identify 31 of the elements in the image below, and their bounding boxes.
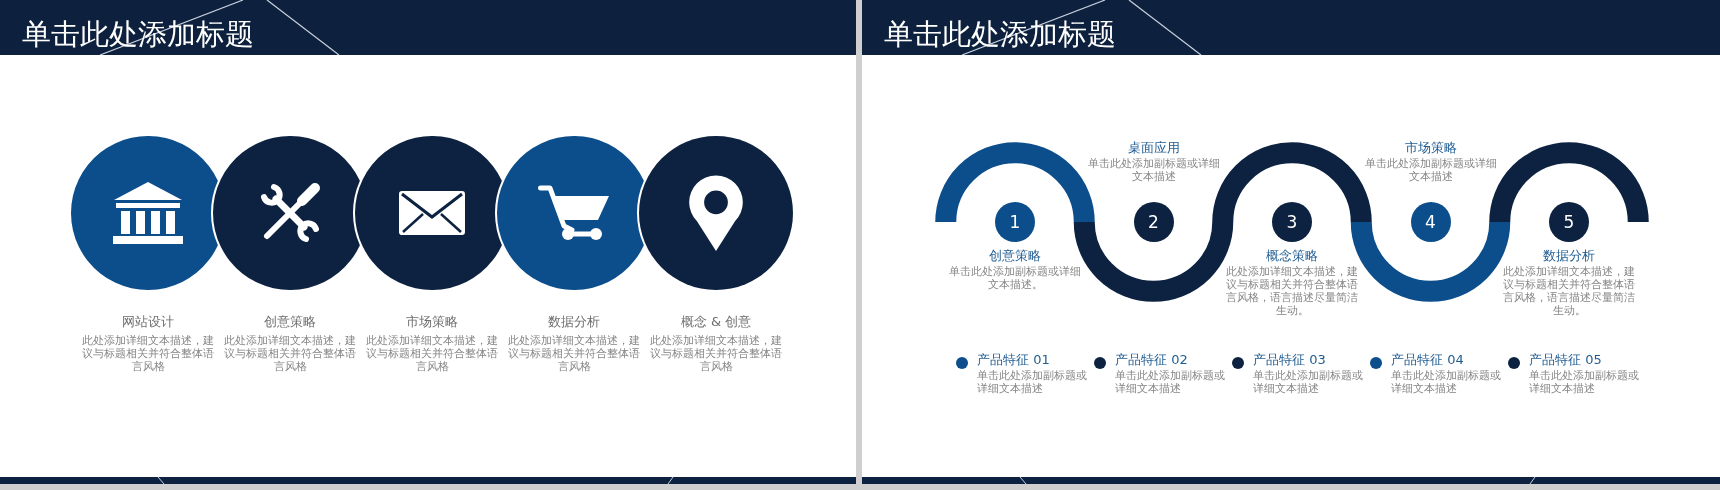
item-title: 网站设计 bbox=[121, 313, 175, 330]
feature-description: 单击此处添加副标题或详细文本描述 bbox=[1529, 369, 1640, 395]
step-description: 单击此处添加副标题或详细文本描述。 bbox=[948, 265, 1082, 291]
step-title: 数据分析 bbox=[1542, 247, 1596, 264]
item-description: 此处添加详细文本描述，建议与标题相关并符合整体语言风格 bbox=[507, 334, 641, 373]
item-description: 此处添加详细文本描述，建议与标题相关并符合整体语言风格 bbox=[365, 334, 499, 373]
step-description: 此处添加详细文本描述，建议与标题相关并符合整体语言风格，语言描述尽量简洁生动。 bbox=[1502, 265, 1636, 317]
feature-title: 产品特征 03 bbox=[1253, 351, 1326, 368]
item-title: 概念 & 创意 bbox=[679, 313, 753, 330]
item-title: 市场策略 bbox=[405, 313, 459, 330]
step-title: 概念策略 bbox=[1265, 247, 1319, 264]
feature-description: 单击此处添加副标题或详细文本描述 bbox=[1253, 369, 1364, 395]
feature-description: 单击此处添加副标题或详细文本描述 bbox=[977, 369, 1088, 395]
step-title: 桌面应用 bbox=[1126, 139, 1181, 156]
icon-circle bbox=[639, 136, 793, 290]
item-description: 此处添加详细文本描述，建议与标题相关并符合整体语言风格 bbox=[223, 334, 357, 373]
step-title: 市场策略 bbox=[1403, 139, 1458, 156]
item-description: 此处添加详细文本描述，建议与标题相关并符合整体语言风格 bbox=[81, 334, 215, 373]
feature-title: 产品特征 02 bbox=[1115, 351, 1188, 368]
step-description: 单击此处添加副标题或详细文本描述 bbox=[1086, 157, 1221, 183]
step-description: 此处添加详细文本描述，建议与标题相关并符合整体语言风格，语言描述尽量简洁生动。 bbox=[1225, 265, 1359, 317]
step-description: 单击此处添加副标题或详细文本描述 bbox=[1363, 157, 1498, 183]
feature-title: 产品特征 01 bbox=[977, 351, 1050, 368]
feature-description: 单击此处添加副标题或详细文本描述 bbox=[1391, 369, 1502, 395]
item-title: 创意策略 bbox=[263, 313, 317, 330]
feature-title: 产品特征 04 bbox=[1391, 351, 1464, 368]
item-title: 数据分析 bbox=[547, 313, 601, 330]
feature-description: 单击此处添加副标题或详细文本描述 bbox=[1115, 369, 1226, 395]
item-description: 此处添加详细文本描述，建议与标题相关并符合整体语言风格 bbox=[649, 334, 783, 373]
step-title: 创意策略 bbox=[988, 247, 1042, 264]
feature-title: 产品特征 05 bbox=[1529, 351, 1602, 368]
